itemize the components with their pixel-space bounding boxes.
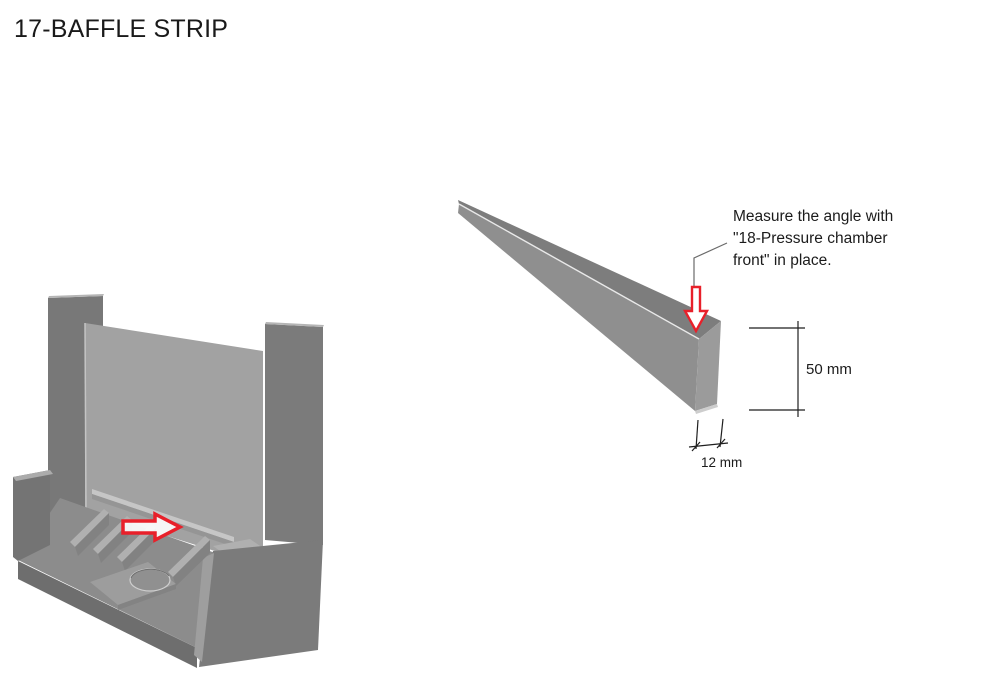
red-arrow-indicator-icon	[121, 511, 184, 543]
assembly-figure	[13, 294, 324, 668]
right-column	[265, 322, 324, 545]
dimension-label-height: 50 mm	[806, 361, 852, 378]
annotation-line: front" in place.	[733, 252, 832, 269]
base-pad	[90, 562, 176, 610]
page-title: 17-BAFFLE STRIP	[14, 15, 229, 43]
strip-bottom-sliver	[695, 404, 718, 414]
strip-end-face	[695, 321, 721, 411]
annotation-line: "18-Pressure chamber	[733, 230, 888, 247]
red-arrow-annotation-icon	[682, 285, 710, 334]
annotation-line: Measure the angle with	[733, 208, 894, 225]
support-rib	[70, 509, 109, 556]
annotation-note: Measure the angle with "18-Pressure cham…	[733, 206, 923, 272]
dimension-lines-height	[749, 321, 805, 417]
dimension-lines-thickness	[688, 418, 729, 452]
right-wall-block	[194, 540, 323, 667]
support-rib	[168, 536, 210, 586]
base-front-face	[18, 561, 197, 668]
leader-line	[693, 242, 728, 286]
strip-figure	[458, 200, 805, 452]
strip-front-face	[458, 204, 699, 411]
dimension-label-thickness: 12 mm	[701, 455, 743, 470]
strip-top-face	[458, 200, 721, 339]
back-panel	[84, 322, 263, 552]
left-wall	[13, 470, 53, 561]
baffle-strip-part	[458, 200, 721, 414]
